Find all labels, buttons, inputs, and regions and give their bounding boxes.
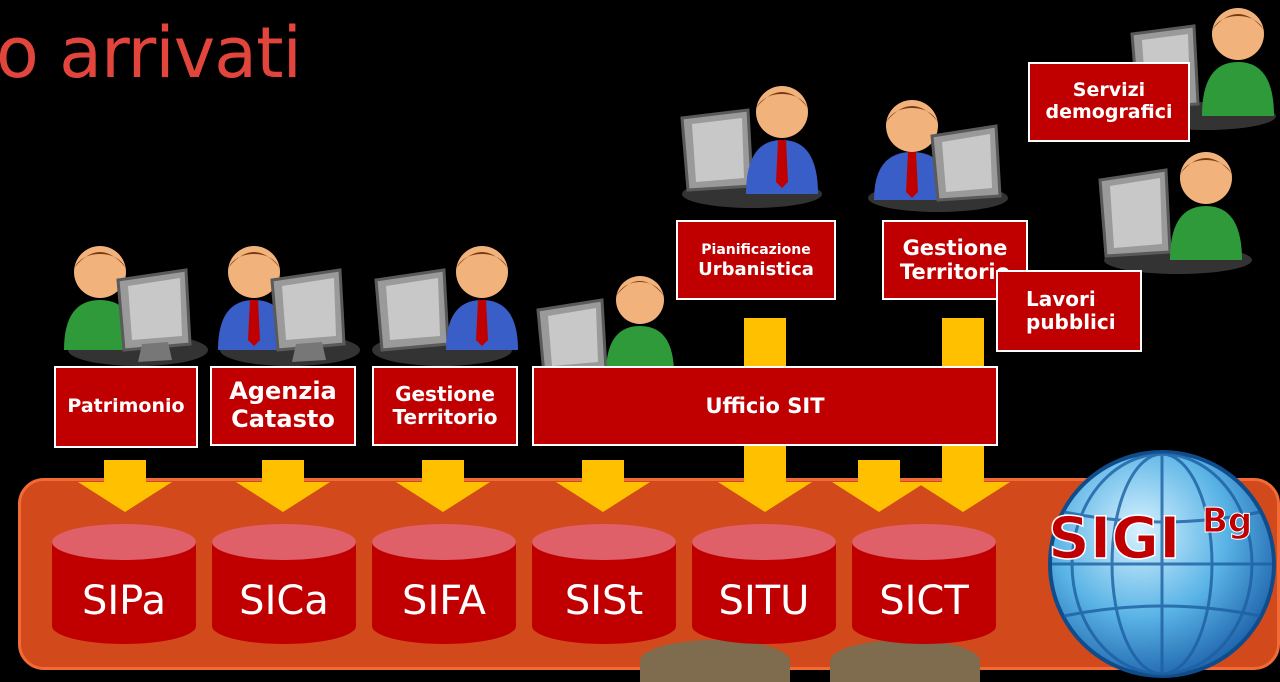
database-label: SIPa xyxy=(82,578,166,624)
user-computer-icon xyxy=(372,246,518,366)
user-computer-icon xyxy=(218,246,360,366)
database-cylinder: SICa xyxy=(212,524,356,644)
down-arrow xyxy=(916,460,1010,512)
globe-label-superscript: Bg xyxy=(1202,501,1252,541)
database-label: SISt xyxy=(565,578,643,624)
database-cylinder: SICT xyxy=(852,524,996,644)
database-cylinder: SITU xyxy=(692,524,836,644)
globe-icon: SIGI Bg xyxy=(1047,450,1276,678)
user-computer-icon xyxy=(868,100,1008,212)
user-computer-icon xyxy=(64,246,208,366)
label-patrimonio: Patrimonio xyxy=(54,366,198,448)
database-label: SIFA xyxy=(402,578,487,624)
slide-title: o arrivati xyxy=(0,12,302,94)
database-cylinder: SISt xyxy=(532,524,676,644)
down-arrow xyxy=(78,460,172,512)
database-label: SICa xyxy=(239,578,329,624)
down-arrow xyxy=(832,460,926,512)
bottom-blob xyxy=(640,640,790,682)
down-arrow xyxy=(236,460,330,512)
down-arrow xyxy=(396,460,490,512)
down-arrow xyxy=(556,460,650,512)
globe-label: SIGI xyxy=(1048,504,1181,572)
database-cylinder: SIPa xyxy=(52,524,196,644)
database-label: SICT xyxy=(879,578,969,624)
database-label: SITU xyxy=(719,578,810,624)
database-cylinder: SIFA xyxy=(372,524,516,644)
bottom-blob xyxy=(830,640,980,682)
user-computer-icon xyxy=(680,86,822,208)
label-ufficio-sit: Ufficio SIT xyxy=(532,366,998,446)
user-computer-icon xyxy=(1098,152,1252,274)
down-arrow xyxy=(718,460,812,512)
